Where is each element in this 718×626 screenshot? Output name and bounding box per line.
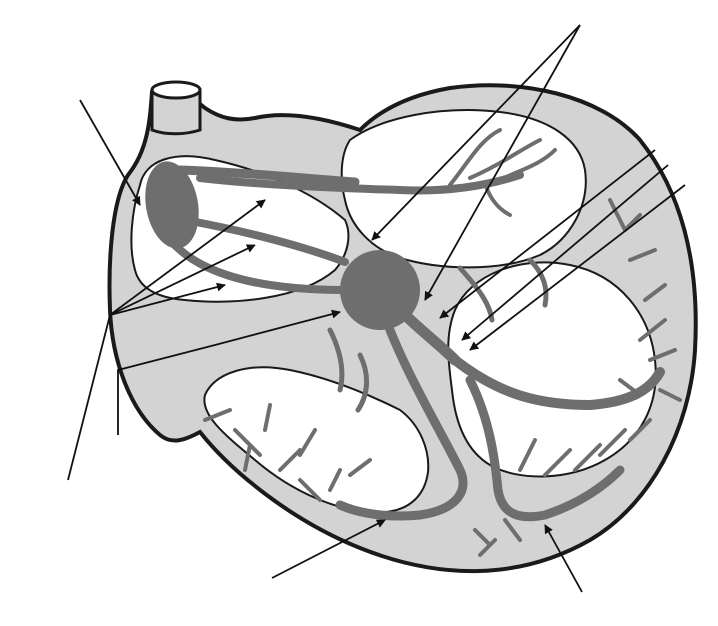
vena-cava-opening — [152, 82, 200, 98]
pointer-sa-node — [80, 100, 140, 205]
pointer-lower-left-line — [68, 315, 110, 480]
av-node — [340, 250, 420, 330]
